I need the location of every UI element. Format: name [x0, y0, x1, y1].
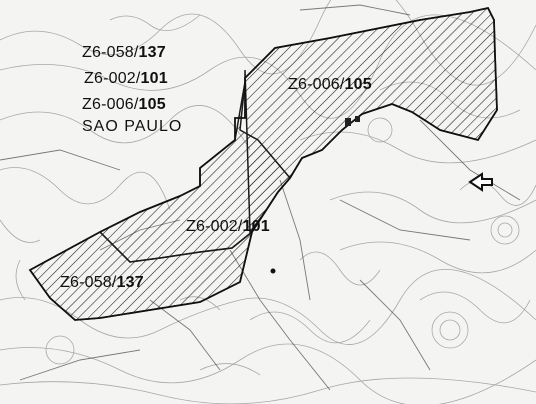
legend-number: 137: [138, 44, 166, 61]
zone-code: Z6-006/: [288, 76, 345, 93]
zone-number: 105: [344, 76, 372, 93]
legend-city: SAO PAULO: [82, 118, 183, 135]
zone-code: Z6-058/: [60, 274, 117, 291]
zone-label-z6-006: Z6-006/105: [288, 76, 372, 94]
building-marker: [355, 116, 360, 122]
legend-code: Z6-002/: [84, 70, 141, 87]
zone-z6-006-polygon: [244, 7, 498, 235]
legend-line-3: Z6-006/105: [82, 96, 166, 114]
point-marker: [270, 268, 276, 274]
legend-line-1: Z6-058/137: [82, 44, 166, 62]
arrow-left-icon: [468, 172, 493, 192]
zone-label-z6-058: Z6-058/137: [60, 274, 144, 292]
legend-number: 105: [138, 96, 166, 113]
legend-number: 101: [140, 70, 168, 87]
legend-code: Z6-058/: [82, 44, 139, 61]
zone-number: 137: [116, 274, 144, 291]
zone-label-z6-002: Z6-002/101: [186, 218, 270, 236]
zone-code: Z6-002/: [186, 218, 243, 235]
zone-number: 101: [242, 218, 270, 235]
zone-outline: [28, 6, 498, 321]
legend-code: Z6-006/: [82, 96, 139, 113]
legend-line-2: Z6-002/101: [84, 70, 168, 88]
building-marker: [345, 118, 351, 126]
